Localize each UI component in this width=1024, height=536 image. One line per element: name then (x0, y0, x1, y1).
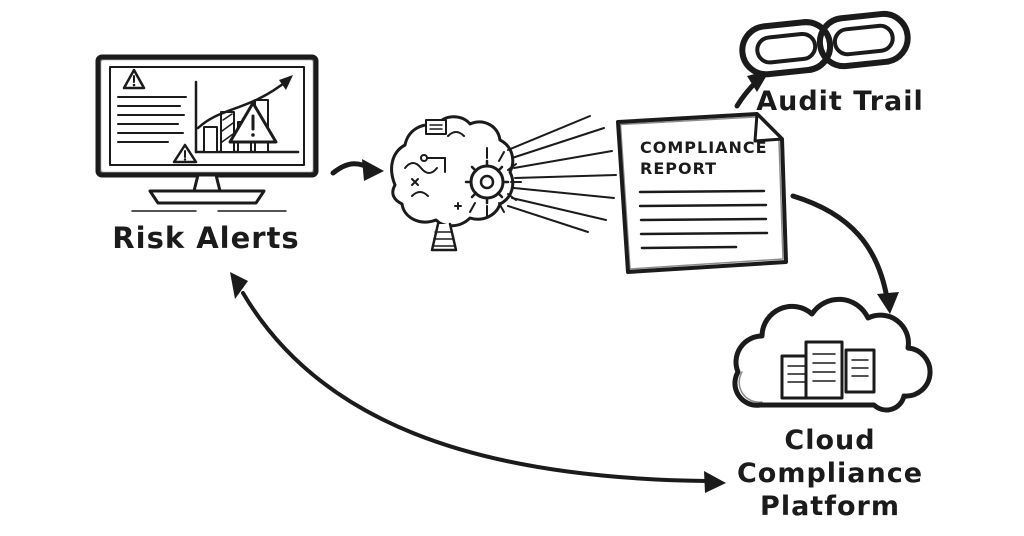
cloud-label-line3: Platform (760, 491, 900, 522)
arrow-report-to-cloud (790, 193, 899, 314)
warning-triangle-bottom-icon (172, 143, 198, 164)
brain-stem (430, 222, 458, 252)
risk-alerts-node: Risk Alerts (95, 54, 319, 255)
warning-triangle-large-icon (228, 101, 278, 144)
cloud-label-line1: Cloud (784, 425, 875, 456)
arrow-head-to-cloud (704, 471, 726, 493)
audit-trail-label: Audit Trail (756, 86, 924, 117)
document-stack-icon (780, 340, 876, 400)
cloud-icon (732, 296, 933, 413)
brain-gear-icon (390, 115, 522, 252)
arrow-head (877, 292, 899, 314)
chain-interlock (800, 19, 834, 73)
trend-arrow-head (279, 75, 293, 90)
chain-link-icon (739, 10, 911, 78)
trend-line (196, 78, 290, 130)
folded-corner (753, 112, 784, 143)
arrow-head-to-risk-alerts (230, 272, 248, 299)
radiating-lines-to-report (507, 115, 617, 233)
report-text-lines (638, 189, 769, 250)
warning-triangle-small-icon (122, 68, 146, 90)
report-title-line2: REPORT (640, 159, 717, 178)
arrow-head (362, 159, 384, 181)
arrow-feedback-loop (230, 272, 726, 493)
compliance-report-node: COMPLIANCE REPORT (616, 112, 788, 274)
report-title-line1: COMPLIANCE (640, 138, 768, 157)
risk-alerts-label: Risk Alerts (112, 221, 299, 255)
arrow-monitor-to-brain (330, 159, 384, 181)
monitor-stand-neck (192, 173, 222, 193)
audit-trail-node: Audit Trail (739, 10, 924, 117)
document-icon: COMPLIANCE REPORT (616, 112, 788, 274)
cloud-label-line2: Compliance (737, 458, 923, 489)
screen-text-lines (117, 96, 187, 143)
chip-icon (425, 119, 447, 135)
cloud-platform-node: Cloud Compliance Platform (732, 296, 933, 522)
monitor-icon (95, 54, 319, 212)
ai-engine-node (390, 115, 617, 252)
gear-sunburst (469, 147, 522, 217)
gear-icon (464, 147, 522, 217)
monitor-stand-base (148, 189, 266, 205)
